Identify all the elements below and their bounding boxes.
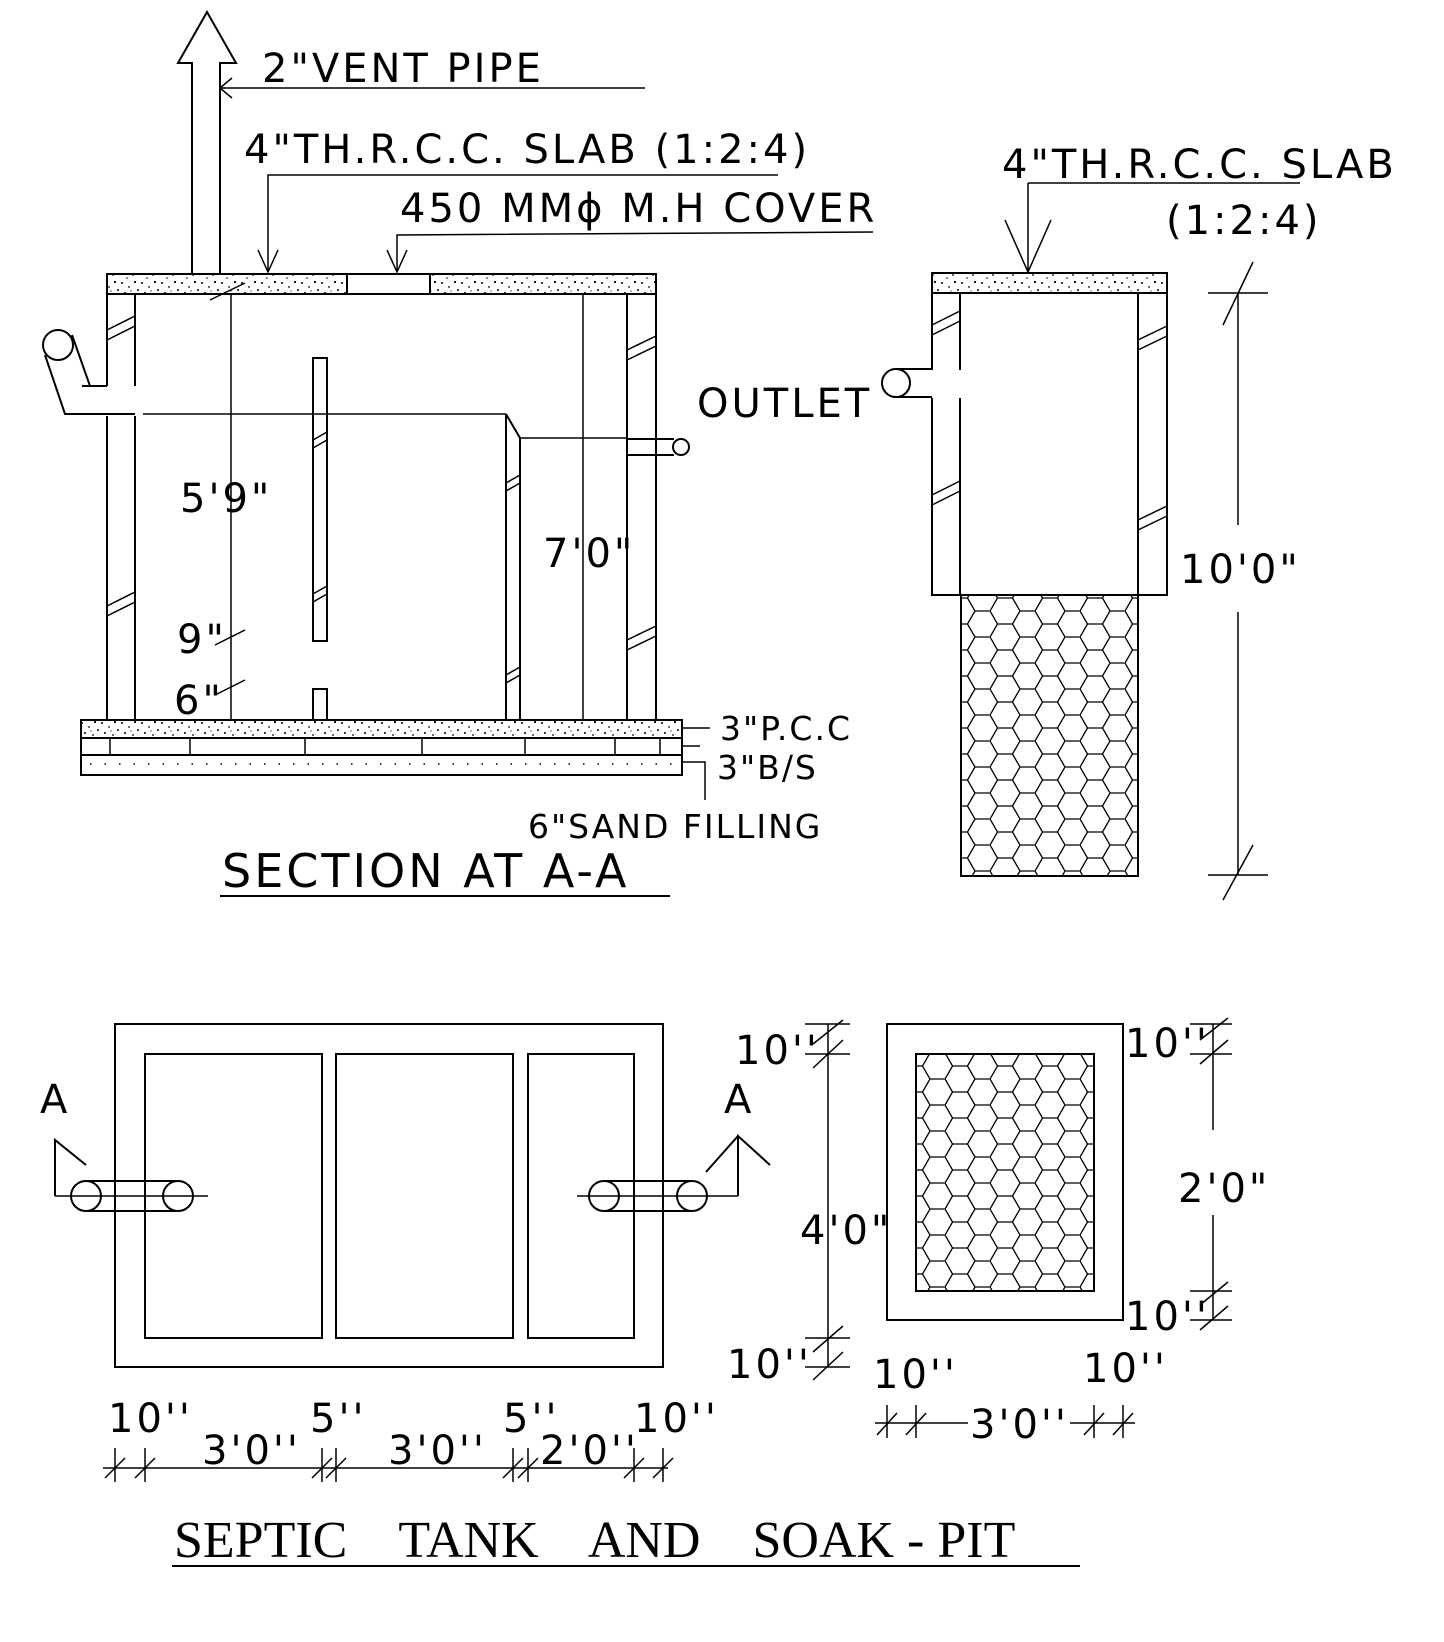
tank-walls (82, 294, 657, 720)
soakpit-plan-vertical-dimension (1190, 1017, 1232, 1331)
main-title: SEPTIC TANK AND SOAK - PIT (174, 1512, 1015, 1569)
soakpit-plan: 10'' 2'0" 10'' 10'' 10'' 3'0'' (873, 1017, 1270, 1448)
mh-cover-label: 450 MMϕ M.H COVER (400, 186, 877, 232)
top-slab-right (429, 273, 657, 295)
slab-section-label: 4"TH.R.C.C. SLAB (1:2:4) (244, 127, 810, 173)
sand-filling-layer (80, 754, 683, 776)
partition-wall (505, 413, 521, 720)
plan-inlet-pipe (55, 1180, 208, 1212)
plan-view: A A 10'' 4'0" 10'' 10'' 3'0'' 5'' 3'0'' … (40, 1019, 892, 1482)
vent-pipe (176, 9, 238, 278)
dim-10-0: 10'0" (1180, 547, 1301, 593)
soakpit-dimension (1208, 261, 1268, 901)
dim-9: 9" (177, 617, 227, 663)
soakpit-dim-10-top: 10'' (1125, 1021, 1210, 1067)
dim-6: 6" (174, 678, 224, 724)
soakpit-top-slab (931, 272, 1168, 294)
soakpit-dim-10-bottom: 10'' (1125, 1294, 1210, 1340)
manhole-opening (346, 273, 431, 295)
plan-dim-4-0: 4'0" (800, 1208, 892, 1254)
sand-label: 6"SAND FILLING (528, 807, 822, 846)
bottom-dim-10-right: 10'' (634, 1396, 719, 1442)
soakpit-plan-hex-fill (915, 1053, 1095, 1292)
plan-chamber-2 (335, 1053, 514, 1339)
section-leaders (209, 77, 874, 800)
plan-dim-10-top: 10'' (735, 1028, 820, 1074)
section-marks (54, 1133, 771, 1196)
bottom-dim-2-0: 2'0'' (540, 1428, 639, 1474)
plan-dim-10-bottom: 10'' (727, 1342, 812, 1388)
soakpit-slab-label-2: (1:2:4) (1166, 198, 1322, 244)
pcc-label: 3"P.C.C (720, 709, 852, 748)
bottom-dim-10-left: 10'' (108, 1396, 193, 1442)
soakpit-slab-leader (1004, 182, 1300, 274)
soakpit-plan-outer (886, 1023, 1124, 1321)
soakpit-slab-label-1: 4"TH.R.C.C. SLAB (1002, 142, 1397, 188)
plan-vertical-dimension (805, 1019, 850, 1381)
soakpit-dim-10-left: 10'' (873, 1352, 958, 1398)
bottom-dim-3-0-left: 3'0'' (202, 1428, 301, 1474)
baffle-wall (312, 357, 328, 721)
soakpit-dim-2-0: 2'0" (1178, 1166, 1270, 1212)
pcc-layer (80, 719, 683, 739)
soakpit-dim-3-0: 3'0'' (970, 1402, 1069, 1448)
vent-pipe-label: 2"VENT PIPE (262, 46, 544, 92)
outlet-pipe (520, 437, 690, 456)
soakpit-inlet-pipe (881, 368, 932, 398)
bs-label: 3"B/S (717, 748, 818, 787)
section-mark-right: A (724, 1077, 754, 1123)
section-mark-left: A (40, 1077, 70, 1123)
soakpit-section: 4"TH.R.C.C. SLAB (1:2:4) 10'0" (881, 142, 1397, 901)
soakpit-dim-10-right: 10'' (1083, 1346, 1168, 1392)
dim-7-0: 7'0" (543, 531, 635, 577)
outlet-label: OUTLET (697, 381, 872, 427)
brick-soling-layer (80, 737, 683, 756)
bottom-dim-5-right: 5'' (503, 1396, 559, 1442)
soakpit-plan-horizontal-dimension (875, 1405, 1135, 1438)
bottom-dim-5-left: 5'' (310, 1396, 366, 1442)
plan-outlet-pipe (577, 1180, 738, 1212)
soakpit-hex-fill (960, 594, 1139, 877)
section-title: SECTION AT A-A (222, 844, 629, 898)
dim-5-9: 5'9" (180, 476, 272, 522)
bottom-dim-3-0-mid: 3'0'' (388, 1428, 487, 1474)
inlet-pipe (42, 329, 135, 415)
section-view: 2"VENT PIPE 4"TH.R.C.C. SLAB (1:2:4) 450… (42, 9, 877, 898)
plan-horizontal-dimension (103, 1448, 674, 1482)
